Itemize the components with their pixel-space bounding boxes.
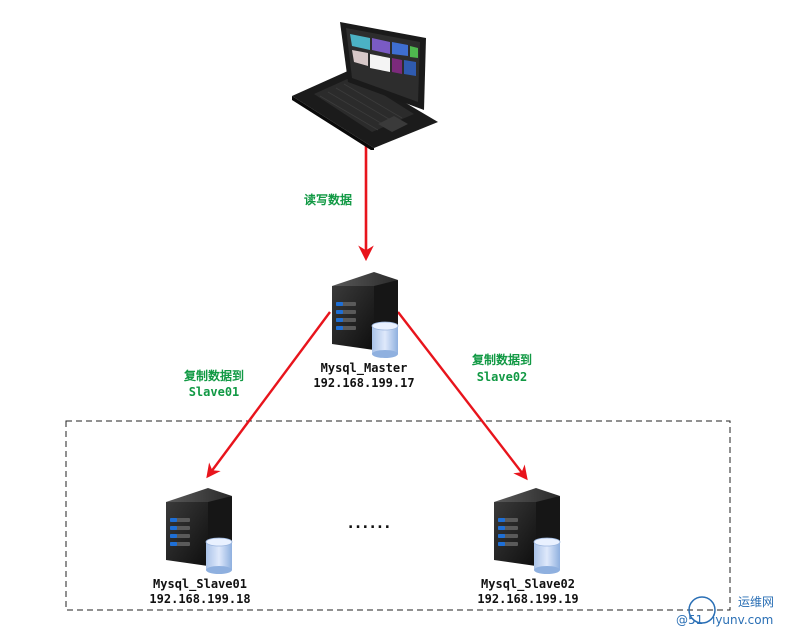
replicate-slave1-label-line1: 复制数据到 [183,368,244,383]
watermark-prefix: @51 [676,613,703,627]
slave1-ip: 192.168.199.18 [149,592,250,606]
slave1-name: Mysql_Slave01 [153,577,247,592]
read-write-label: 读写数据 [304,192,352,207]
replicate-slave2-label-line1: 复制数据到 [471,352,532,367]
more-slaves-ellipsis: ...... [348,516,392,532]
laptop-icon [291,21,439,150]
arrow-to-slave1 [206,311,331,479]
replicate-slave2-label-line2: Slave02 [477,370,528,384]
slave2-ip: 192.168.199.19 [477,592,578,606]
watermark-line2: iyunv.com [712,613,773,627]
replicate-slave1-label-line2: Slave01 [189,385,240,399]
watermark: 运维网 iyunv.com @51 [676,595,774,627]
master-name: Mysql_Master [321,361,408,376]
watermark-line1: 运维网 [738,595,774,609]
arrow-to-slave2 [397,311,528,481]
server-icon [493,487,561,575]
master-ip: 192.168.199.17 [313,376,414,390]
server-icon [165,487,233,575]
slave2-name: Mysql_Slave02 [481,577,575,592]
slave-group-box [65,420,731,611]
server-icon [331,271,399,359]
watermark-logo-icon [688,596,716,624]
